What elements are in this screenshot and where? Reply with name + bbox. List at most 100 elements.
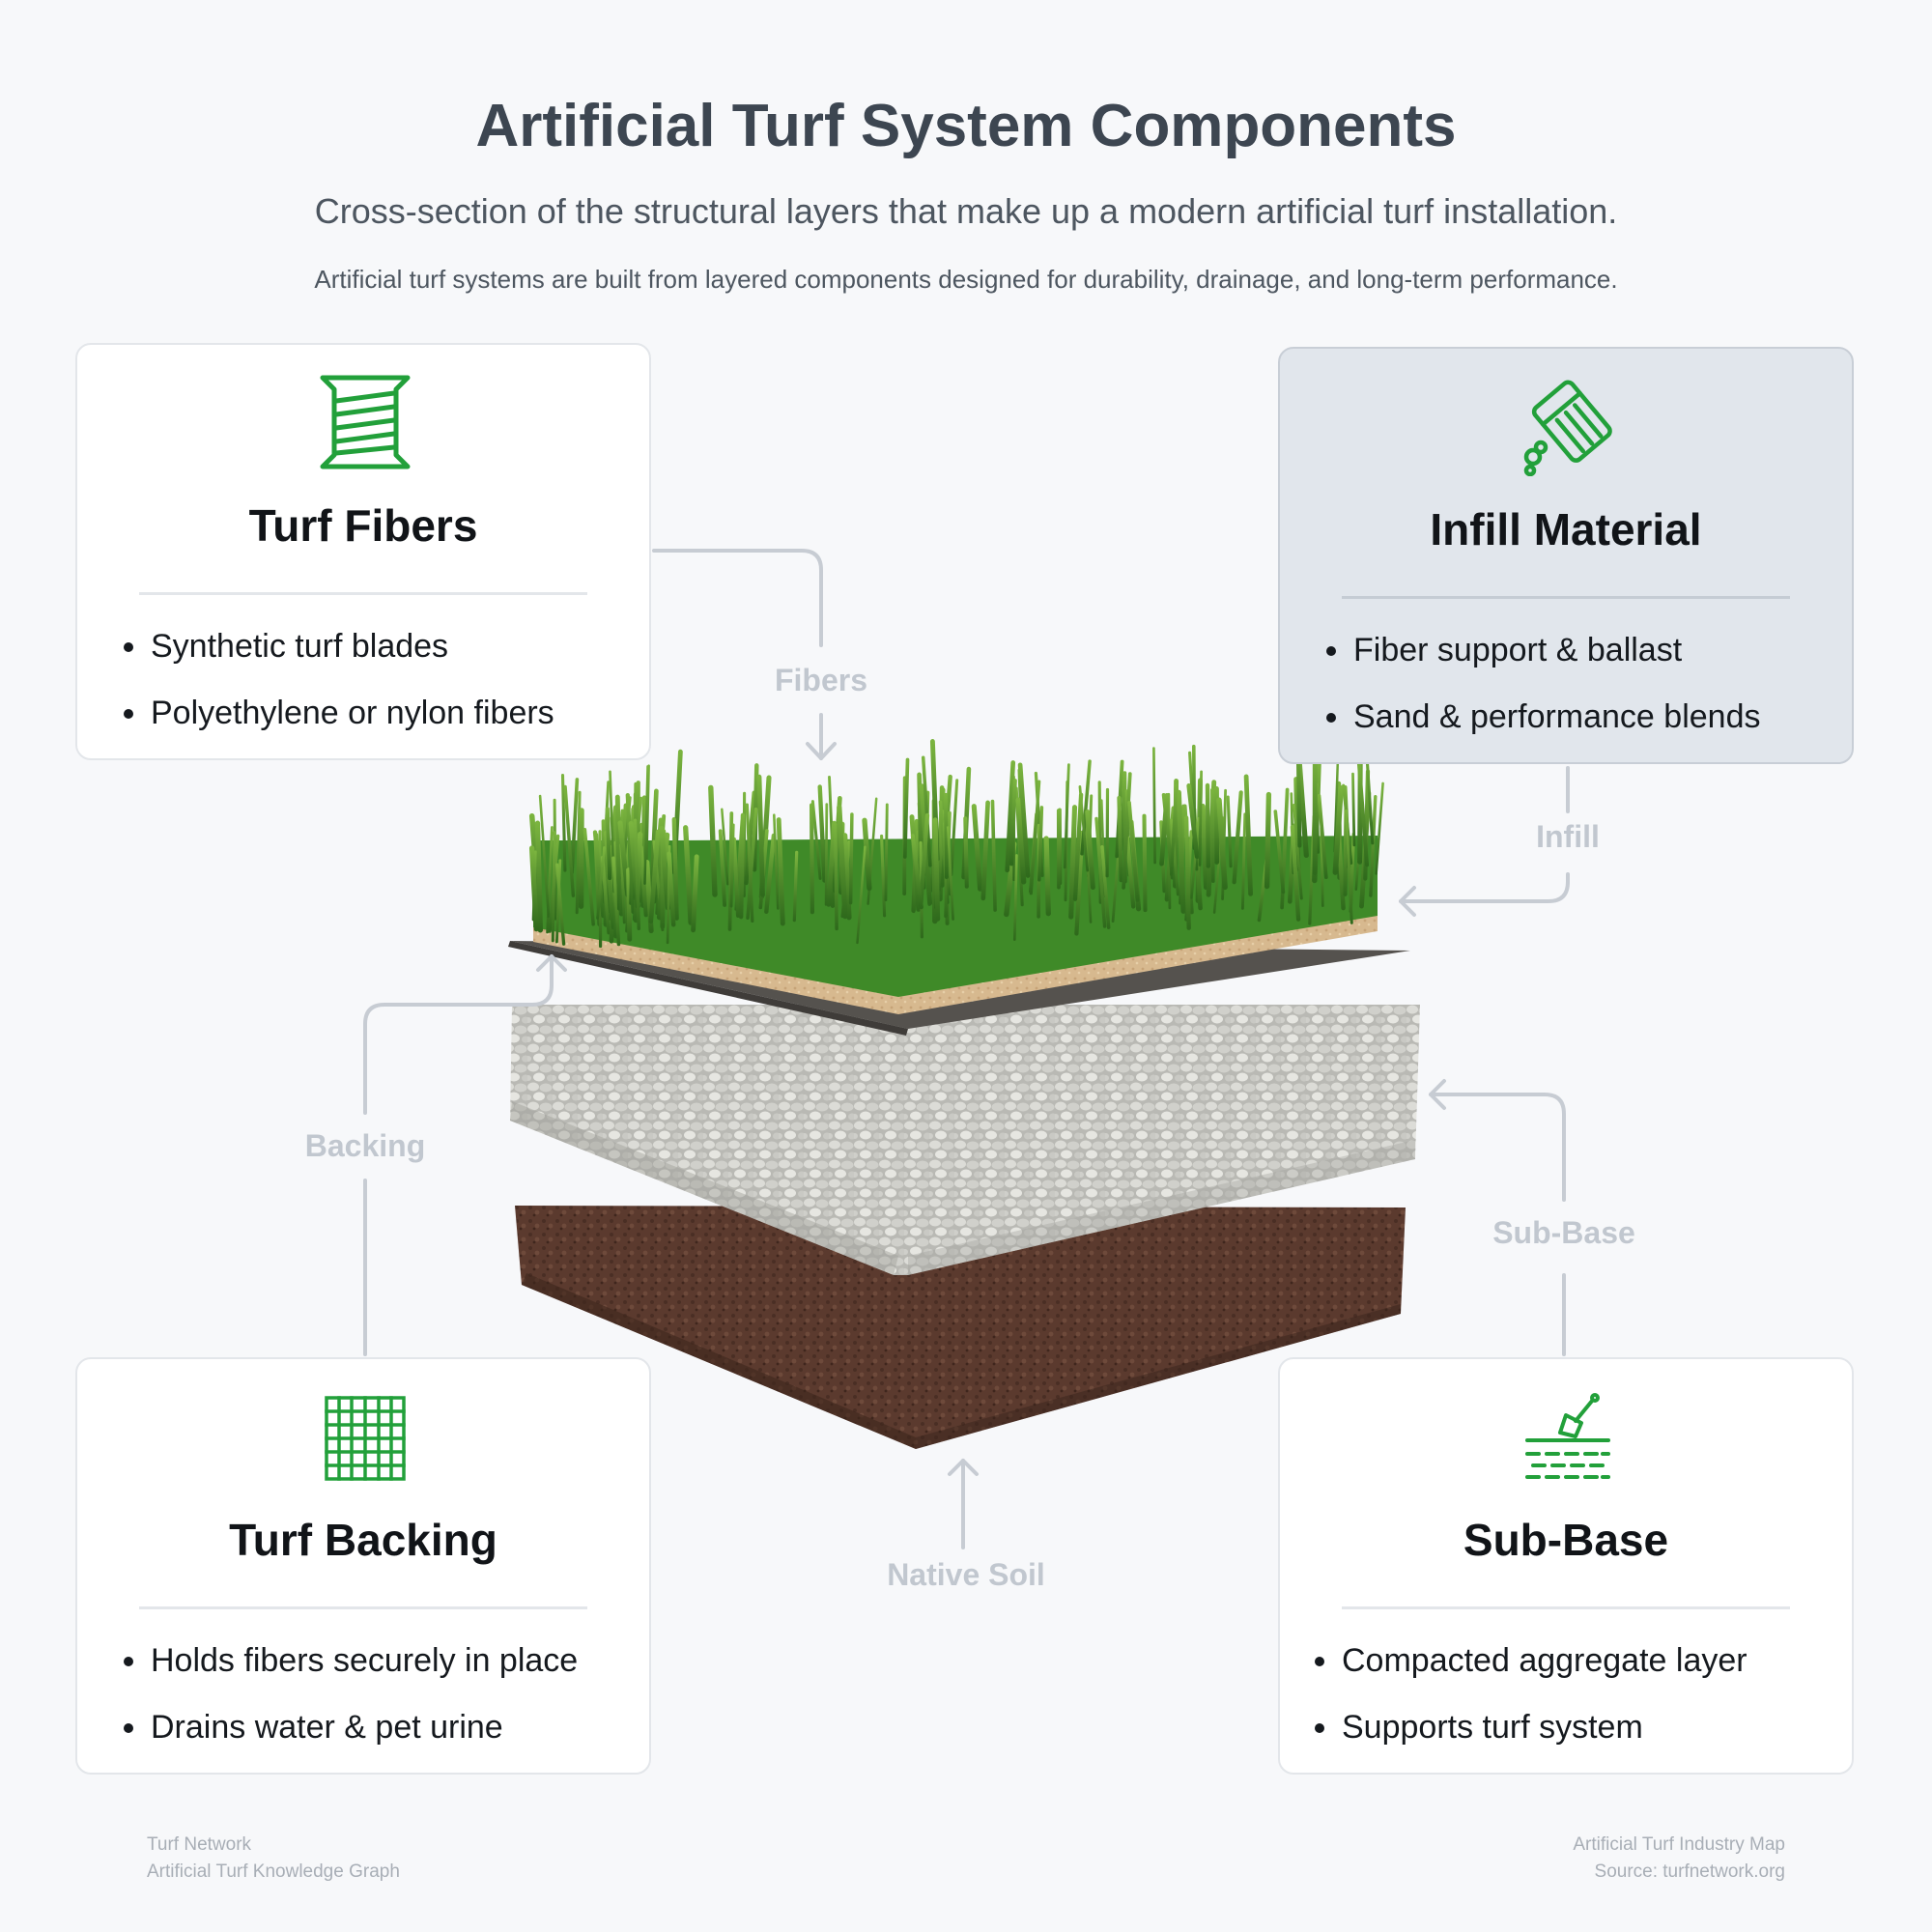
- list-item: Synthetic turf blades: [120, 627, 554, 694]
- grass-blade: [727, 811, 734, 931]
- grass-blade: [921, 755, 932, 867]
- grass-blade: [746, 807, 758, 921]
- card-bullets: Holds fibers securely in place Drains wa…: [120, 1641, 578, 1775]
- grass-blade: [1063, 763, 1070, 869]
- grass-blade: [1043, 836, 1051, 917]
- list-item: Supports turf system: [1311, 1708, 1747, 1775]
- footer-map-title: Artificial Turf Industry Map: [1573, 1834, 1785, 1855]
- grass-blade: [809, 803, 815, 915]
- grass-blade: [1226, 795, 1233, 868]
- card-bullets: Synthetic turf blades Polyethylene or ny…: [120, 627, 554, 760]
- grass-blade: [1240, 812, 1247, 910]
- grass-blade: [596, 846, 606, 920]
- grass-blade: [570, 778, 580, 875]
- grass-blade: [792, 850, 799, 923]
- list-item: Sand & performance blends: [1322, 697, 1760, 764]
- grass-blade: [721, 808, 729, 886]
- grass-blade: [950, 779, 959, 877]
- grass-blade: [856, 845, 867, 945]
- grass-blade: [932, 817, 941, 922]
- grass-blade: [1017, 762, 1031, 878]
- grass-blade: [810, 800, 822, 880]
- grass-blade: [691, 854, 699, 933]
- grass-blade: [534, 820, 544, 933]
- grass-blade: [731, 837, 740, 918]
- grass-blade: [1122, 772, 1132, 890]
- grass-blade: [625, 792, 636, 915]
- grass-blade: [990, 799, 997, 912]
- grass-blade: [738, 812, 746, 920]
- grass-blade: [1080, 759, 1092, 856]
- grass-blade: [1356, 758, 1370, 867]
- flow-label-fibers: Fibers: [774, 663, 868, 697]
- page-title: Artificial Turf System Components: [475, 93, 1457, 159]
- woven-backing-icon: [325, 1396, 406, 1481]
- card-title: Turf Backing: [229, 1515, 497, 1565]
- footer-left: Turf Network Artificial Turf Knowledge G…: [147, 1832, 400, 1886]
- grass-blade: [1169, 783, 1179, 876]
- card-bullets: Fiber support & ballast Sand & performan…: [1322, 631, 1760, 764]
- grass-blade: [919, 812, 930, 908]
- card-title: Sub-Base: [1463, 1515, 1669, 1565]
- page-subtitle: Cross-section of the structural layers t…: [314, 191, 1618, 231]
- grass-blade: [1243, 774, 1253, 896]
- grass-blade: [551, 831, 556, 943]
- grass-blade: [611, 856, 621, 947]
- card-turf-fibers: Turf Fibers Synthetic turf blades Polyet…: [75, 343, 651, 760]
- footer-source: Source: turfnetwork.org: [1594, 1861, 1785, 1882]
- grass-blade: [563, 784, 576, 897]
- grass-blade: [833, 822, 838, 931]
- grass-blade: [1094, 816, 1107, 928]
- grass-blade: [1232, 790, 1243, 885]
- grass-blade: [1293, 803, 1303, 900]
- grass-blade: [555, 859, 562, 944]
- grass-blade: [842, 833, 852, 921]
- grass-blade: [837, 805, 848, 920]
- grass-blade: [718, 829, 727, 907]
- grass-blade: [1332, 785, 1344, 875]
- grass-blade: [1068, 805, 1078, 920]
- grass-blade: [648, 829, 661, 924]
- footer-brand-subtitle: Artificial Turf Knowledge Graph: [147, 1861, 400, 1882]
- grass-blade: [528, 845, 539, 932]
- grass-blade: [1012, 854, 1018, 941]
- grass-blade: [1351, 772, 1356, 847]
- grass-blade: [880, 834, 887, 918]
- grass-blade: [817, 784, 827, 883]
- card-divider: [139, 592, 587, 595]
- grass-blade: [1369, 795, 1378, 897]
- grass-blade: [582, 828, 595, 926]
- grass-blade: [980, 800, 990, 901]
- grass-blade: [946, 826, 954, 921]
- card-turf-backing: Turf Backing Holds fibers securely in pl…: [75, 1357, 651, 1775]
- grass-blade: [772, 813, 780, 910]
- grass-blade: [592, 830, 606, 919]
- grass-blade: [1159, 792, 1170, 867]
- grass-blade: [1200, 804, 1209, 891]
- footer-brand: Turf Network: [147, 1834, 252, 1855]
- grass-blade: [671, 817, 679, 921]
- trowel-layers-icon: [1525, 1393, 1610, 1479]
- grass-blade: [1375, 781, 1384, 875]
- grass-blade: [776, 817, 785, 926]
- grass-blade: [848, 812, 854, 905]
- grass-blade: [626, 867, 633, 942]
- grass-blade: [555, 863, 566, 946]
- grass-blade: [944, 792, 949, 879]
- grass-blade: [683, 825, 694, 925]
- grass-blade: [1264, 791, 1272, 890]
- grass-blade: [910, 833, 923, 910]
- grass-blade: [862, 817, 872, 892]
- grass-blade: [1127, 800, 1140, 902]
- grass-blade: [1216, 797, 1228, 891]
- grass-blade: [614, 794, 622, 911]
- grass-blade: [745, 803, 754, 923]
- grass-blade: [884, 803, 889, 902]
- footer-right: Artificial Turf Industry Map Source: tur…: [1573, 1832, 1785, 1886]
- grass-blade: [1183, 815, 1191, 930]
- grass-blade: [1005, 760, 1016, 873]
- grass-blade: [1317, 793, 1328, 880]
- flow-label-sub-base: Sub-Base: [1492, 1215, 1635, 1250]
- card-infill-material: Infill Material Fiber support & ballast …: [1278, 347, 1854, 764]
- grass-blade: [1345, 809, 1353, 924]
